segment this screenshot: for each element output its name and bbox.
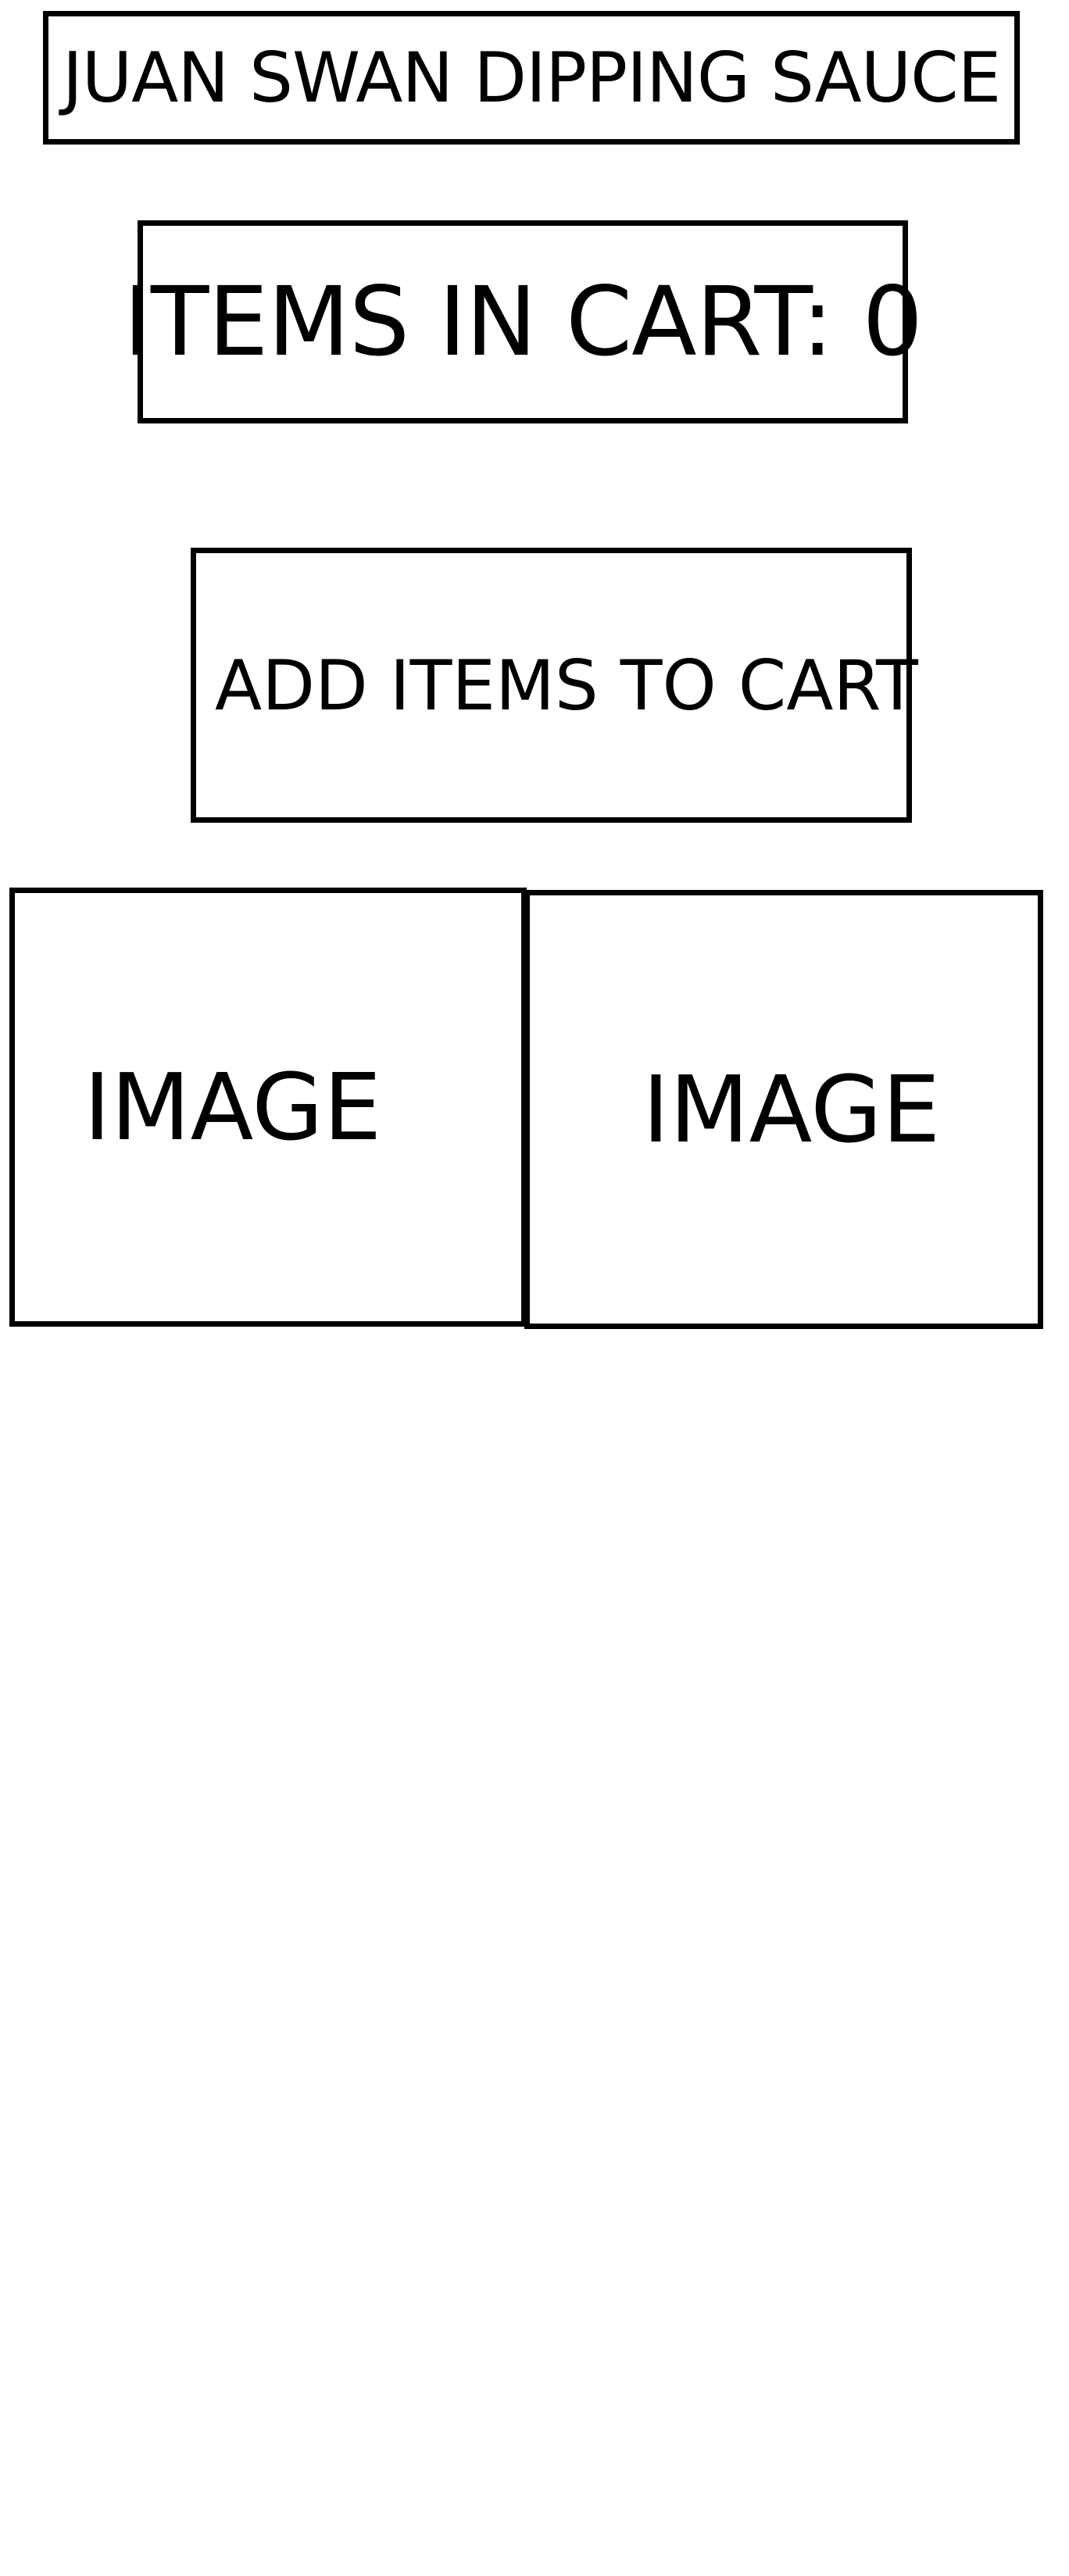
add-items-to-cart-label: ADD ITEMS TO CART <box>215 645 918 726</box>
cart-count-display: ITEMS IN CART: 0 <box>123 220 923 423</box>
image-placeholder-label: IMAGE <box>84 1053 382 1161</box>
image-placeholder-label: IMAGE <box>642 1056 941 1163</box>
cart-count-text: ITEMS IN CART: 0 <box>123 266 923 377</box>
page-title-text: JUAN SWAN DIPPING SAUCE <box>62 38 1001 118</box>
product-image-placeholder-right: IMAGE <box>524 890 1043 1329</box>
add-items-to-cart-button[interactable]: ADD ITEMS TO CART <box>191 548 918 823</box>
page-title: JUAN SWAN DIPPING SAUCE <box>43 11 1020 145</box>
product-image-placeholder-left: IMAGE <box>9 888 527 1327</box>
